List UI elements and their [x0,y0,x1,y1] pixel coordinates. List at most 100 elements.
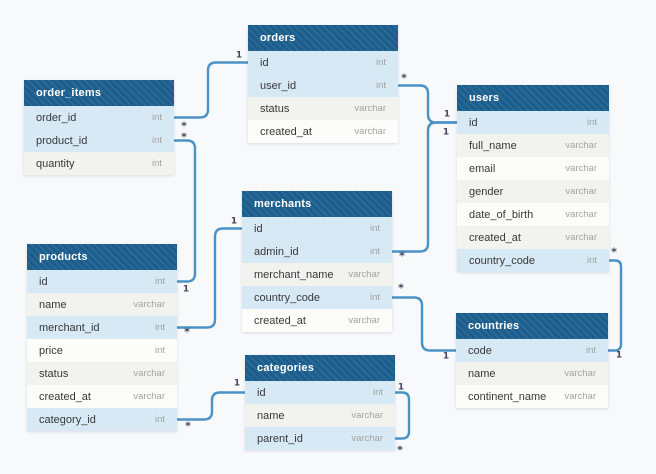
column-row[interactable]: user_id int [248,74,398,97]
column-type: int [372,387,383,398]
column-type: int [154,276,165,287]
relationship-line[interactable] [393,391,411,440]
column-type: int [151,135,162,146]
cardinality-marker: 1 [398,383,404,393]
column-row[interactable]: id int [457,111,609,134]
column-type: int [585,345,596,356]
column-type: varchar [564,368,596,379]
column-name: status [39,367,69,380]
relationship-line[interactable] [172,61,250,119]
column-name: created_at [254,314,306,327]
relationship-line[interactable] [606,259,623,352]
table-header[interactable]: order_items [24,80,174,106]
column-type: int [151,112,162,123]
column-type: varchar [564,391,596,402]
column-name: user_id [260,79,297,92]
column-type: int [586,117,597,128]
column-row[interactable]: email varchar [457,157,609,180]
column-type: int [151,158,162,169]
cardinality-marker: * [611,246,617,259]
column-type: int [375,80,386,91]
table-header[interactable]: orders [248,25,398,51]
table-title: orders [260,32,296,44]
relationship-line[interactable] [390,121,459,253]
column-row[interactable]: name varchar [27,293,177,316]
column-row[interactable]: status varchar [27,362,177,385]
table-header[interactable]: users [457,85,609,111]
column-name: name [257,409,285,422]
column-name: quantity [36,157,75,170]
cardinality-marker: 1 [231,217,237,227]
relationship-line[interactable] [390,296,458,352]
table-header[interactable]: categories [245,355,395,381]
cardinality-marker: * [184,326,190,339]
column-name: category_id [39,413,96,426]
column-type: varchar [133,368,165,379]
cardinality-marker: * [397,444,403,457]
column-name: email [469,162,496,175]
table-title: categories [257,362,315,374]
cardinality-marker: * [181,131,187,144]
column-type: varchar [565,140,597,151]
column-name: name [39,298,67,311]
column-type: varchar [351,433,383,444]
relationship-line[interactable] [175,227,244,329]
table-header[interactable]: products [27,244,177,270]
column-type: int [369,246,380,257]
column-name: merchant_name [254,268,334,281]
column-row[interactable]: created_at varchar [242,309,392,332]
column-type: varchar [348,315,380,326]
table-header[interactable]: countries [456,313,608,339]
column-row[interactable]: quantity int [24,152,174,175]
table-header[interactable]: merchants [242,191,392,217]
relationship-line[interactable] [175,391,247,421]
column-name: name [468,367,496,380]
column-row[interactable]: name varchar [245,404,395,427]
column-name: id [469,116,478,129]
column-name: id [260,56,269,69]
column-type: varchar [351,410,383,421]
column-type: varchar [354,126,386,137]
column-type: int [586,255,597,266]
column-row[interactable]: name varchar [456,362,608,385]
table-title: countries [468,320,520,332]
column-type: varchar [133,299,165,310]
cardinality-marker: * [401,72,407,85]
column-type: varchar [565,163,597,174]
column-name: created_at [469,231,521,244]
relationship-line[interactable] [172,139,197,283]
cardinality-marker: * [181,120,187,133]
